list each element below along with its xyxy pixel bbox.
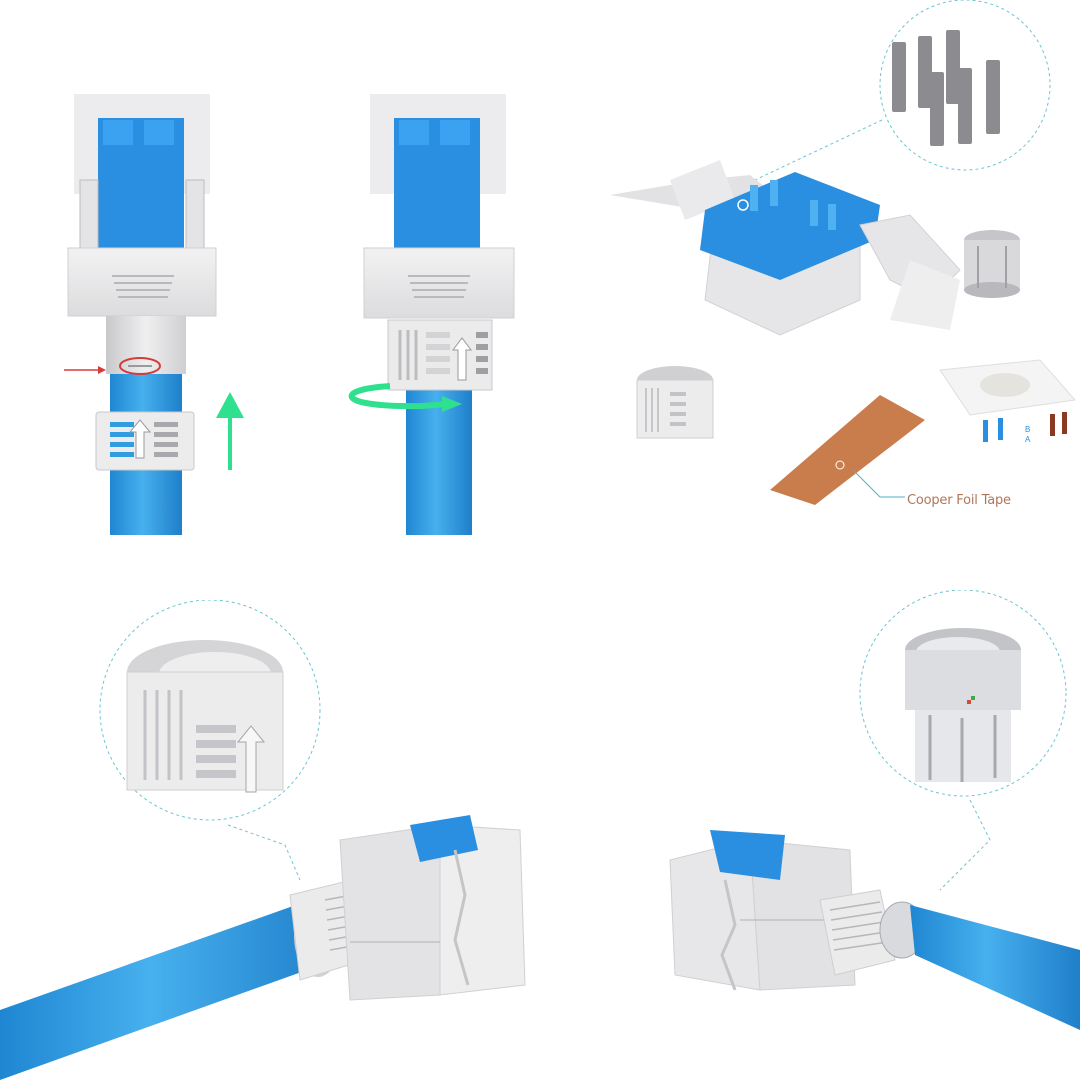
green-rotate-arrow xyxy=(348,383,449,410)
assembled-right-panel xyxy=(640,590,1080,1080)
copper-foil-label: Cooper Foil Tape xyxy=(907,493,1011,508)
metal-ring xyxy=(964,230,1020,298)
metal-ring-detail xyxy=(905,628,1021,782)
assembled-right-illustration xyxy=(669,590,1080,1030)
step1-illustration xyxy=(64,94,244,535)
cable xyxy=(406,390,472,535)
boot xyxy=(95,411,195,471)
wire-cap: B A xyxy=(939,359,1076,444)
cable xyxy=(0,900,335,1080)
copper-foil-tape xyxy=(770,395,925,505)
cable xyxy=(910,905,1080,1030)
exploded-panel: B A xyxy=(600,0,1080,540)
contact-blades xyxy=(892,30,1000,146)
blue-idc-block xyxy=(700,172,880,280)
strain-relief-boot xyxy=(636,366,714,439)
svg-text:A: A xyxy=(1025,435,1031,444)
copper-callout-line xyxy=(852,469,905,498)
slot-highlight xyxy=(119,357,161,375)
boot-locked xyxy=(387,319,493,391)
blue-latch xyxy=(394,118,480,248)
blue-latch xyxy=(98,118,184,248)
exploded-illustration: B A xyxy=(610,0,1076,505)
wire-cap-marking: B xyxy=(1025,425,1030,434)
assembled-left-illustration xyxy=(0,600,526,1080)
blue-latch xyxy=(710,830,785,880)
boot-detail xyxy=(126,640,284,793)
boot-on-cable xyxy=(819,889,896,976)
assembled-left-panel xyxy=(0,600,560,1080)
blue-latch xyxy=(410,815,478,862)
step1-panel xyxy=(40,80,280,540)
step2-panel xyxy=(330,80,530,540)
step2-illustration xyxy=(348,94,515,535)
housing-side xyxy=(439,824,526,996)
